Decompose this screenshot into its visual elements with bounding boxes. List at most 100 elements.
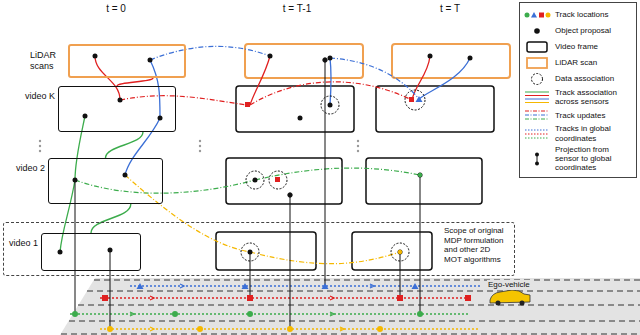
legend-sample bbox=[523, 8, 551, 22]
projection-lines bbox=[420, 175, 421, 314]
track-updates bbox=[330, 58, 419, 99]
object-proposals bbox=[108, 248, 113, 253]
data-association-circles bbox=[241, 90, 425, 261]
ellipsis-dots bbox=[199, 150, 201, 152]
legend-sample-part bbox=[525, 102, 549, 103]
track-locations bbox=[172, 311, 178, 317]
projection-lines bbox=[290, 195, 291, 329]
object-proposals bbox=[158, 116, 163, 121]
legend-text: Track association across sensors bbox=[555, 88, 633, 106]
legend-sample-part bbox=[525, 129, 549, 130]
track-locations bbox=[287, 326, 293, 332]
ego-vehicle bbox=[520, 301, 525, 306]
legend-sample-part bbox=[535, 161, 539, 165]
row-heading: video 2 bbox=[16, 163, 45, 174]
legend-text: Track updates bbox=[555, 111, 605, 120]
object-proposals bbox=[58, 54, 473, 255]
track-locations bbox=[137, 283, 144, 289]
object-proposals bbox=[268, 54, 273, 59]
road bbox=[60, 278, 640, 335]
object-proposals bbox=[298, 116, 303, 121]
track-associations bbox=[419, 58, 470, 99]
projection-lines bbox=[288, 193, 292, 197]
ellipsis-dots bbox=[39, 140, 41, 142]
legend-sample-part bbox=[531, 12, 537, 18]
video-frame: video 2 bbox=[48, 158, 163, 204]
track-locations bbox=[416, 96, 423, 102]
legend-text: Data association bbox=[555, 74, 614, 83]
track-locations bbox=[247, 295, 253, 301]
legend-sample bbox=[523, 56, 551, 70]
video-frames bbox=[216, 232, 316, 270]
track-updates bbox=[150, 46, 270, 60]
connector-line bbox=[106, 132, 143, 158]
track-updates bbox=[250, 82, 412, 105]
object-proposals bbox=[118, 98, 123, 103]
vehicle-label: Ego-vehicle bbox=[487, 280, 531, 290]
video-frames bbox=[366, 158, 482, 204]
track-locations bbox=[245, 102, 250, 107]
video-frame: video 1 bbox=[41, 233, 141, 271]
object-proposals bbox=[58, 250, 63, 255]
road bbox=[94, 280, 640, 281]
global-tracks bbox=[70, 313, 470, 314]
legend-row: Projection from sensor to global coordin… bbox=[523, 145, 633, 173]
track-locations bbox=[398, 250, 402, 254]
legend-sample bbox=[523, 40, 551, 54]
global-tracks bbox=[100, 297, 470, 298]
ellipsis-dots bbox=[39, 150, 41, 152]
track-locations bbox=[72, 311, 78, 317]
video-frames bbox=[236, 86, 354, 132]
track-associations bbox=[75, 116, 85, 180]
legend-sample-part bbox=[525, 99, 549, 100]
object-proposals bbox=[93, 54, 98, 59]
legend-sample-part bbox=[535, 152, 539, 156]
track-locations bbox=[107, 326, 113, 332]
legend-sample bbox=[523, 152, 551, 166]
track-locations bbox=[242, 283, 249, 289]
legend-text: Track locations bbox=[555, 10, 609, 19]
object-proposals bbox=[123, 173, 128, 178]
legend-sample-part bbox=[525, 95, 549, 96]
projection-lines bbox=[250, 252, 251, 298]
track-associations bbox=[95, 56, 120, 100]
video-frames bbox=[216, 44, 510, 270]
projection-lines bbox=[75, 58, 420, 329]
ego-vehicle bbox=[490, 290, 530, 303]
time-label: t = 0 bbox=[105, 3, 127, 15]
region-caption: Scope of original MDP formulation and ot… bbox=[444, 226, 510, 264]
legend-box: Track locationsObject proposalVideo fram… bbox=[519, 2, 637, 178]
time-label: t = T-1 bbox=[282, 3, 312, 15]
track-locations bbox=[247, 311, 253, 317]
legend-sample bbox=[523, 90, 551, 104]
legend-sample-part bbox=[525, 119, 549, 120]
global-tracks bbox=[70, 284, 480, 331]
track-locations bbox=[322, 283, 329, 289]
legend-sample-part bbox=[527, 58, 547, 68]
legend-row: Video frame bbox=[523, 40, 633, 54]
legend-text: Tracks in global coordinates bbox=[555, 124, 633, 142]
legend-sample-part bbox=[525, 137, 549, 138]
legend-sample-part bbox=[527, 42, 547, 52]
global-tracks bbox=[150, 327, 344, 331]
legend-sample-part bbox=[546, 13, 551, 18]
video-frame: video K bbox=[58, 86, 176, 132]
legend-sample bbox=[523, 108, 551, 122]
global-tracks bbox=[150, 296, 334, 300]
legend-text: LiDAR scan bbox=[555, 58, 597, 67]
scope-region: Scope of original MDP formulation and ot… bbox=[3, 222, 515, 276]
connector-line bbox=[91, 204, 131, 233]
projection-lines bbox=[75, 180, 76, 314]
legend-row: Track updates bbox=[523, 108, 633, 122]
legend-row: Data association bbox=[523, 72, 633, 86]
ellipsis-dots bbox=[199, 145, 201, 147]
row-heading: LiDAR scans bbox=[30, 50, 66, 72]
object-proposals bbox=[328, 56, 333, 61]
ego-vehicle bbox=[490, 290, 530, 306]
data-association-circles bbox=[246, 171, 264, 189]
legend-sample-part bbox=[534, 28, 540, 34]
legend-sample-part bbox=[525, 111, 549, 112]
legend-sample bbox=[523, 24, 551, 38]
ellipsis-dots bbox=[357, 150, 359, 152]
object-proposals bbox=[73, 178, 78, 183]
